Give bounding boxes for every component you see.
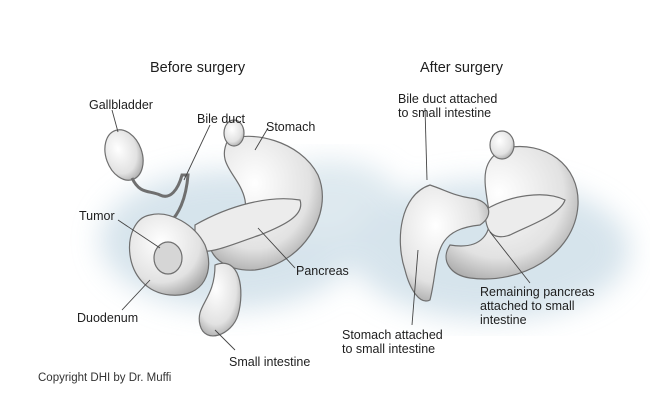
label-line: Remaining pancreas [480,285,595,299]
label-remaining-pancreas: Remaining pancreas attached to small int… [480,285,595,327]
label-bile-duct: Bile duct [197,112,245,126]
label-stomach: Stomach [266,120,316,134]
label-small-intestine: Small intestine [229,355,311,369]
gallbladder [104,129,144,181]
small-intestine-after [399,184,490,302]
label-line: Stomach attached [342,328,443,342]
label-gallbladder: Gallbladder [89,98,153,112]
tumor [153,241,183,275]
copyright: Copyright DHI by Dr. Muffi [38,372,172,384]
bile-duct [130,173,190,224]
remaining-pancreas [484,194,566,238]
label-duodenum: Duodenum [77,311,139,325]
label-pancreas: Pancreas [296,264,349,278]
label-stomach-attached: Stomach attached to small intestine [342,328,443,356]
pancreas [194,198,302,252]
small-intestine [198,262,242,337]
stomach-top [223,119,245,147]
before-surgery-title: Before surgery [150,60,246,76]
label-line: intestine [480,313,527,327]
leader-lines [111,107,531,351]
label-line: to small intestine [342,342,436,356]
label-bile-duct-attached: Bile duct attached to small intestine [398,92,497,120]
label-line: attached to small [480,299,575,313]
before-surgery-organs [104,119,323,337]
label-tumor: Tumor [79,209,115,223]
label-line: Bile duct attached [398,92,498,106]
after-surgery-organs [399,130,579,302]
label-line: to small intestine [398,106,492,120]
after-surgery-title: After surgery [420,60,503,76]
